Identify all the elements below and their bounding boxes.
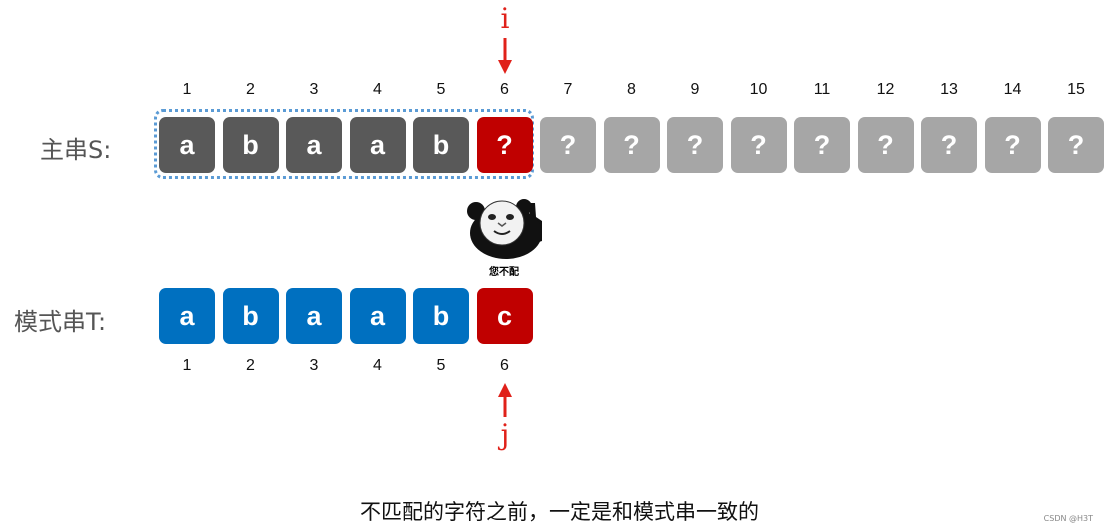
- main-string-index-13: 13: [940, 81, 958, 98]
- pointer-i-label: i: [500, 2, 510, 35]
- main-string-cell-3: a: [286, 117, 342, 173]
- main-string-cell-2: b: [222, 117, 279, 173]
- main-string-cell-7: ?: [540, 117, 596, 173]
- pointer-i-arrow-icon: [498, 38, 512, 74]
- pattern-string-label: 模式串T:: [14, 308, 107, 336]
- pattern-string-cell-6: c: [476, 288, 533, 344]
- pattern-string-cell-4: a: [349, 288, 406, 344]
- pattern-string-index-5: 5: [436, 357, 446, 374]
- main-string-cell-9: ?: [667, 117, 723, 173]
- main-string-index-6: 6: [500, 81, 509, 98]
- panda-meme-icon: [467, 199, 542, 259]
- main-string-index-8: 8: [627, 81, 636, 98]
- main-string-cell-13: ?: [921, 117, 977, 173]
- main-string-cell-14: ?: [984, 117, 1041, 173]
- main-string-cell-11: ?: [794, 117, 850, 173]
- main-string-index-1: 1: [182, 81, 192, 98]
- pattern-string-cell-5: b: [413, 288, 469, 344]
- main-string-index-3: 3: [309, 81, 319, 98]
- pointer-j-label: j: [500, 418, 510, 451]
- main-string-cell-1: a: [159, 117, 215, 173]
- main-string-cell-12: ?: [857, 117, 914, 173]
- main-string-index-15: 15: [1067, 81, 1085, 98]
- main-string-cell-8: ?: [603, 117, 660, 173]
- main-string-cell-5: b: [413, 117, 469, 173]
- main-string-label: 主串S:: [40, 136, 112, 164]
- watermark: CSDN @H3T: [1043, 514, 1093, 523]
- pattern-string-index-6: 6: [500, 357, 509, 374]
- main-string-index-5: 5: [436, 81, 446, 98]
- main-string-cell-4: a: [349, 117, 406, 173]
- main-string-index-4: 4: [373, 81, 382, 98]
- meme-caption: 您不配: [489, 267, 519, 278]
- main-string-index-2: 2: [246, 81, 255, 98]
- pattern-string-index-3: 3: [309, 357, 319, 374]
- main-string-cell-15: ?: [1048, 117, 1104, 173]
- main-string-index-11: 11: [813, 81, 831, 98]
- main-string-index-12: 12: [876, 81, 895, 98]
- main-string-index-14: 14: [1003, 81, 1022, 98]
- main-string-cell-10: ?: [730, 117, 787, 173]
- main-string-index-9: 9: [690, 81, 700, 98]
- pointer-j-arrow-icon: [498, 383, 512, 417]
- main-string-cell-6: ?: [476, 117, 533, 173]
- pattern-string-cell-2: b: [222, 288, 279, 344]
- diagram-caption: 不匹配的字符之前，一定是和模式串一致的: [360, 500, 759, 524]
- pattern-string-cell-3: a: [286, 288, 342, 344]
- main-string-index-7: 7: [563, 81, 573, 98]
- pattern-string-index-4: 4: [373, 357, 382, 374]
- pattern-string-cell-1: a: [159, 288, 215, 344]
- matched-region-outline: [154, 109, 534, 179]
- pattern-string-index-2: 2: [246, 357, 255, 374]
- main-string-index-10: 10: [749, 81, 768, 98]
- pattern-string-index-1: 1: [182, 357, 192, 374]
